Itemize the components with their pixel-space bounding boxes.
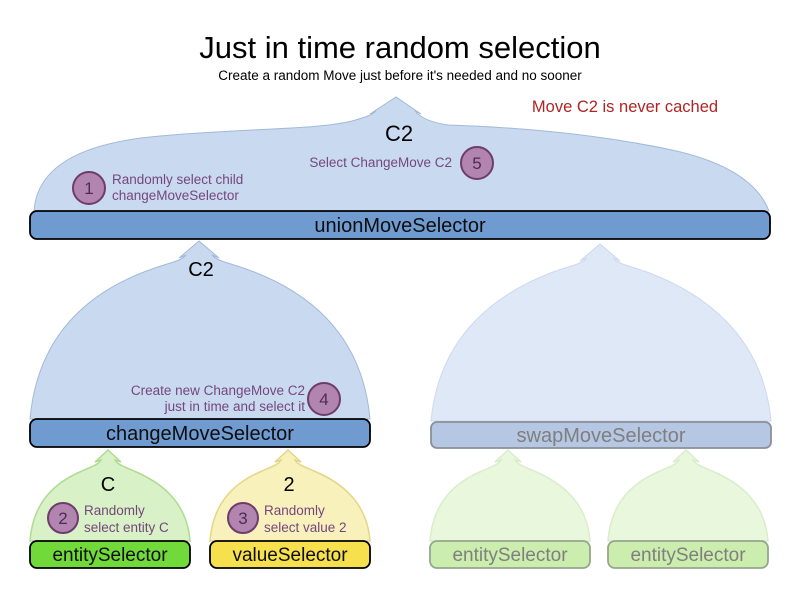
step5-text: Select ChangeMove C2 bbox=[309, 155, 452, 170]
step4-text-line2: just in time and select it bbox=[164, 399, 306, 414]
step2-number: 2 bbox=[58, 509, 67, 528]
step4-badge bbox=[307, 382, 341, 416]
change-move-selector-bar bbox=[29, 418, 371, 448]
step1-text-line1: Randomly select child bbox=[112, 172, 243, 187]
step3-badge bbox=[227, 502, 259, 534]
entity-selector-bar bbox=[29, 540, 191, 569]
value-selector-label: valueSelector bbox=[232, 545, 348, 566]
union-move-selector-label: unionMoveSelector bbox=[314, 215, 486, 237]
value-item-label: 2 bbox=[283, 474, 294, 496]
step2-text-line2: select entity C bbox=[84, 520, 169, 535]
step1-number: 1 bbox=[84, 179, 93, 198]
change-move-label: C2 bbox=[188, 259, 214, 281]
swap-funnel-shape bbox=[430, 243, 772, 422]
never-cached-note: Move C2 is never cached bbox=[532, 98, 718, 116]
faded-entity-selector-bar-2 bbox=[607, 540, 769, 569]
change-move-selector-label: changeMoveSelector bbox=[106, 423, 294, 445]
faded-entity-selector-label-2: entitySelector bbox=[630, 545, 746, 566]
step3-text-line2: select value 2 bbox=[264, 520, 347, 535]
union-move-label: C2 bbox=[385, 121, 413, 146]
change-funnel-shape bbox=[29, 240, 371, 420]
faded-entity-funnel-shape-2 bbox=[607, 448, 769, 542]
step1-badge bbox=[72, 171, 106, 205]
step5-number: 5 bbox=[472, 154, 481, 173]
step2-text-line1: Randomly bbox=[84, 503, 145, 518]
faded-entity-funnel-shape-1 bbox=[429, 448, 591, 542]
faded-entity-selector-bar-1 bbox=[429, 540, 591, 569]
union-move-selector-bar bbox=[29, 210, 771, 240]
step5-badge bbox=[460, 146, 494, 180]
swap-move-selector-label: swapMoveSelector bbox=[517, 425, 686, 447]
step3-text-line1: Randomly bbox=[264, 503, 325, 518]
step1-text-line2: changeMoveSelector bbox=[112, 188, 239, 203]
step4-text-line1: Create new ChangeMove C2 bbox=[131, 383, 305, 398]
step3-number: 3 bbox=[238, 509, 247, 528]
entity-item-label: C bbox=[101, 474, 115, 496]
page-title: Just in time random selection bbox=[199, 30, 600, 65]
value-selector-bar bbox=[209, 540, 371, 569]
swap-move-selector-bar bbox=[430, 421, 772, 449]
step4-number: 4 bbox=[319, 390, 328, 409]
page-subtitle: Create a random Move just before it's ne… bbox=[218, 68, 582, 83]
entity-selector-label: entitySelector bbox=[52, 545, 168, 566]
faded-entity-selector-label-1: entitySelector bbox=[452, 545, 568, 566]
union-funnel-shape bbox=[33, 96, 770, 212]
step2-badge bbox=[47, 502, 79, 534]
